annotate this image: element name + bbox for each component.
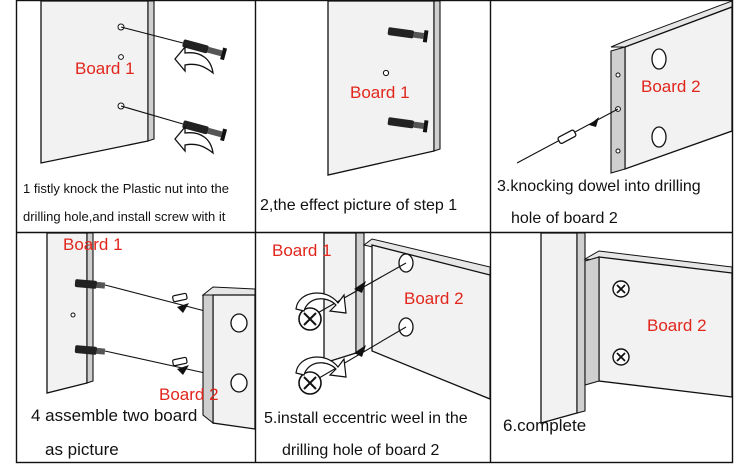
board-label: Board 2	[641, 77, 701, 96]
step-caption-line: 1 fistly knock the Plastic nut into the	[23, 181, 229, 196]
step-3-illustration	[516, 1, 732, 174]
board-2-top	[201, 286, 255, 296]
board-label: Board 2	[159, 385, 219, 404]
hole-icon	[615, 148, 621, 154]
hole-icon	[651, 126, 667, 148]
step-3-panel: Board 2 3.knocking dowel into drilling h…	[491, 1, 732, 232]
screw-icon	[612, 280, 630, 298]
board-label: Board 2	[404, 289, 464, 308]
step-4-illustration	[46, 233, 255, 430]
board-label: Board 1	[63, 235, 123, 254]
step-caption-line: 5.install eccentric weel in the	[264, 410, 468, 427]
board-2-edge	[584, 256, 600, 386]
board-1-edge	[355, 233, 365, 354]
eccentric-wheel-icon	[298, 307, 322, 331]
step-caption-line: 2,the effect picture of step 1	[260, 197, 458, 214]
hole-icon	[651, 48, 667, 70]
hole-icon	[615, 72, 621, 78]
step-4-panel: Board 1 Board 2 4 assemble two board as …	[17, 233, 255, 463]
screw-icon	[387, 27, 429, 43]
board-2-top	[610, 1, 732, 48]
step-caption-line: as picture	[45, 440, 119, 459]
arrow-head	[354, 281, 366, 293]
step-caption-line: drilling hole of board 2	[282, 442, 440, 459]
arrow-head	[177, 365, 189, 375]
board-1-edge	[147, 1, 155, 142]
step-1-illustration	[40, 1, 228, 164]
step-caption-line: 4 assemble two board	[31, 406, 198, 425]
step-6-panel: Board 2 6.complete	[491, 233, 732, 463]
dowel-icon	[172, 356, 188, 367]
step-5-panel: Board 1 Board 2 5.install eccentric weel…	[256, 233, 490, 463]
hole-icon	[382, 69, 390, 77]
hole-icon	[230, 313, 248, 333]
board-1	[40, 1, 149, 164]
board-1-edge	[86, 233, 94, 384]
board-2-edge	[202, 294, 214, 425]
step-caption-line: drilling hole,and install screw with it	[23, 209, 226, 224]
rotate-arrow-icon	[295, 356, 347, 378]
screw-icon	[182, 120, 228, 142]
board-1	[540, 233, 578, 424]
rotate-arrow-icon	[295, 292, 347, 314]
board-label: Board 2	[647, 316, 707, 335]
screw-icon	[74, 279, 106, 289]
rotate-arrow-icon	[174, 125, 214, 155]
rotate-arrow-icon	[174, 45, 214, 75]
dowel-icon	[172, 292, 188, 303]
step-2-illustration	[327, 1, 441, 176]
step-caption-line: hole of board 2	[511, 210, 618, 227]
board-1	[46, 233, 88, 394]
step-6-illustration	[540, 233, 732, 424]
step-caption-line: 3.knocking dowel into drilling	[497, 178, 701, 195]
step-2-panel: Board 1 2,the effect picture of step 1	[256, 1, 490, 232]
board-label: Board 1	[272, 241, 332, 260]
board-1-edge	[433, 1, 441, 152]
board-label: Board 1	[75, 59, 135, 78]
board-label: Board 1	[350, 83, 410, 102]
eccentric-wheel-icon	[298, 371, 322, 395]
step-caption-line: 6.complete	[503, 416, 587, 435]
arrow-head	[589, 117, 599, 127]
arrow-head	[177, 303, 189, 313]
hole-icon	[70, 312, 76, 318]
hole-icon	[230, 373, 248, 393]
dowel-icon	[557, 129, 577, 145]
hole-icon	[118, 54, 124, 60]
step-1-panel: Board 1 1 fistly knock the Plastic nut i…	[17, 1, 255, 232]
screw-icon	[74, 345, 106, 355]
step-5-illustration	[295, 233, 490, 400]
screw-icon	[182, 39, 228, 61]
screw-icon	[612, 348, 630, 366]
board-2-front	[371, 244, 490, 400]
screw-icon	[387, 117, 429, 133]
board-1-edge	[576, 233, 586, 414]
board-2-front	[212, 294, 255, 430]
arrow-head	[354, 345, 366, 357]
